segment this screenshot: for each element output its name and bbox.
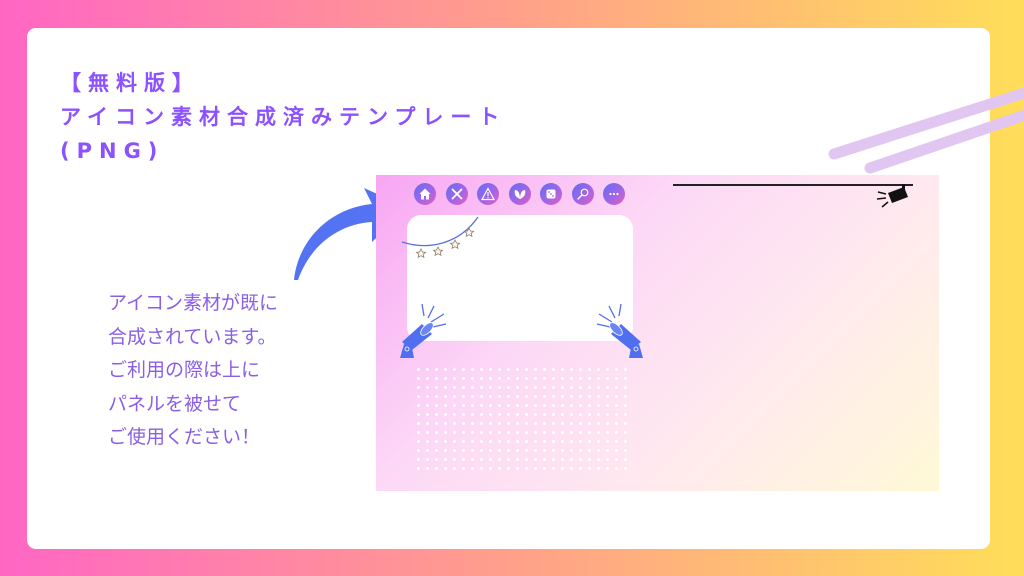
- instruction-line: ご利用の際は上に: [108, 359, 261, 381]
- more-icon[interactable]: [603, 183, 625, 205]
- leaf-icon[interactable]: [508, 183, 531, 205]
- instruction-line: ご使用ください！: [108, 426, 261, 448]
- tools-icon[interactable]: [445, 183, 468, 205]
- warning-icon[interactable]: [477, 183, 499, 205]
- home-icon[interactable]: [414, 183, 436, 205]
- decorative-stripes: [828, 87, 1024, 174]
- spotlight-left-icon: [400, 303, 447, 358]
- dice-icon[interactable]: [540, 183, 562, 205]
- title-line-2: アイコン素材合成済みテンプレート: [60, 105, 507, 129]
- spotlight-icon: [876, 184, 908, 208]
- content-frame: [407, 215, 633, 341]
- title-line-1: 【無料版】: [60, 71, 200, 95]
- search-icon[interactable]: [571, 183, 594, 205]
- instruction-line: パネルを被せて: [108, 392, 242, 415]
- instruction-line: 合成されています。: [108, 325, 277, 348]
- spotlight-right-icon: [596, 303, 643, 358]
- instructions-text: アイコン素材が既に 合成されています。 ご利用の際は上に パネルを被せて ご使用…: [108, 287, 278, 455]
- icon-toolbar: [414, 183, 625, 205]
- title-line-3: (PNG): [60, 139, 165, 163]
- divider-line: [673, 184, 913, 186]
- instruction-line: アイコン素材が既に: [108, 292, 279, 314]
- dot-grid-pattern: [414, 365, 630, 470]
- template-preview-panel: [376, 175, 939, 491]
- page-title: 【無料版】 アイコン素材合成済みテンプレート (PNG): [60, 66, 506, 168]
- star-garland-icon: [401, 216, 479, 259]
